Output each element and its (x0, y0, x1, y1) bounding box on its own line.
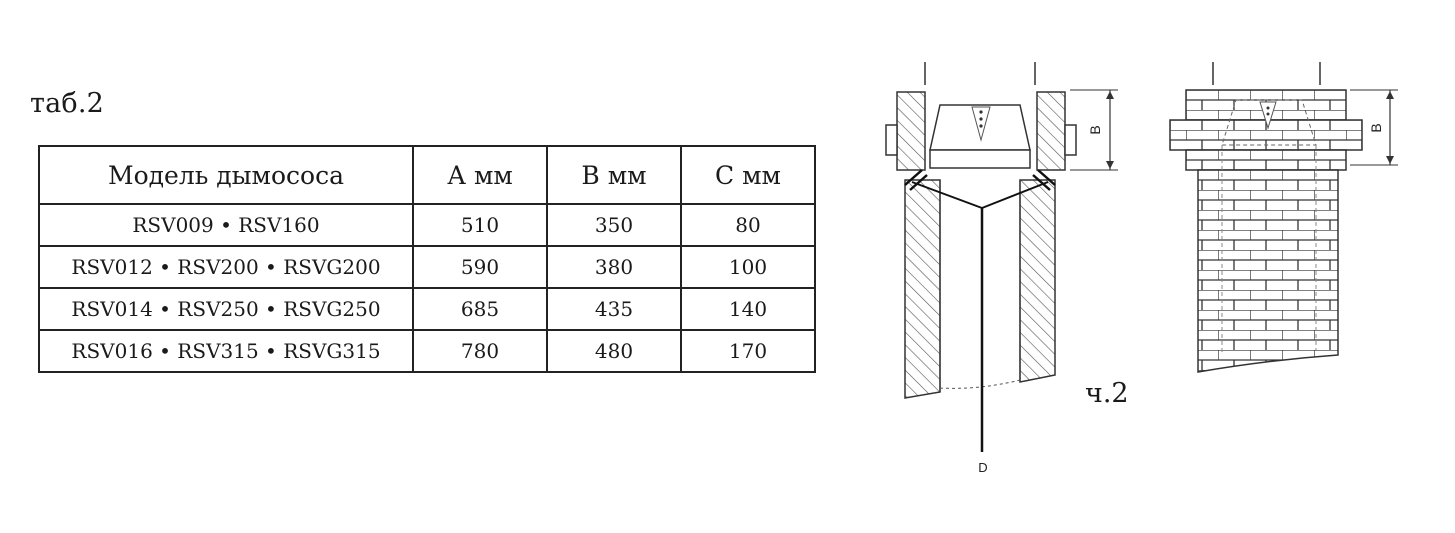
cell-c: 80 (680, 203, 816, 247)
header-b: В мм (546, 145, 682, 205)
chimney-brick-view: B (1169, 62, 1398, 373)
cell-c: 140 (680, 287, 816, 331)
cell-c: 170 (680, 329, 816, 373)
header-a: А мм (412, 145, 548, 205)
table-row: RSV009 • RSV160 510 350 80 (38, 203, 816, 247)
cell-a: 510 (412, 203, 548, 247)
cell-a: 590 (412, 245, 548, 289)
table-row: RSV016 • RSV315 • RSVG315 780 480 170 (38, 329, 816, 373)
cell-c: 100 (680, 245, 816, 289)
table-row: RSV014 • RSV250 • RSVG250 685 435 140 (38, 287, 816, 331)
header-model: Модель дымососа (38, 145, 414, 205)
dim-label-right: B (1368, 123, 1384, 132)
pointer-label: D (978, 460, 987, 475)
cell-b: 435 (546, 287, 682, 331)
cell-b: 350 (546, 203, 682, 247)
dim-label-left: B (1087, 125, 1103, 134)
table-row: RSV012 • RSV200 • RSVG200 590 380 100 (38, 245, 816, 289)
cell-model: RSV009 • RSV160 (38, 203, 414, 247)
cell-a: 685 (412, 287, 548, 331)
spec-table: Модель дымососа А мм В мм С мм RSV009 • … (38, 145, 816, 373)
figure-caption: ч.2 (1085, 378, 1129, 409)
table-header-row: Модель дымососа А мм В мм С мм (38, 145, 816, 205)
chimney-section: B D (885, 62, 1118, 475)
cell-a: 780 (412, 329, 548, 373)
cell-model: RSV014 • RSV250 • RSVG250 (38, 287, 414, 331)
cell-model: RSV016 • RSV315 • RSVG315 (38, 329, 414, 373)
cell-model: RSV012 • RSV200 • RSVG200 (38, 245, 414, 289)
header-c: С мм (680, 145, 816, 205)
cell-b: 380 (546, 245, 682, 289)
table-caption: таб.2 (30, 88, 105, 119)
cell-b: 480 (546, 329, 682, 373)
